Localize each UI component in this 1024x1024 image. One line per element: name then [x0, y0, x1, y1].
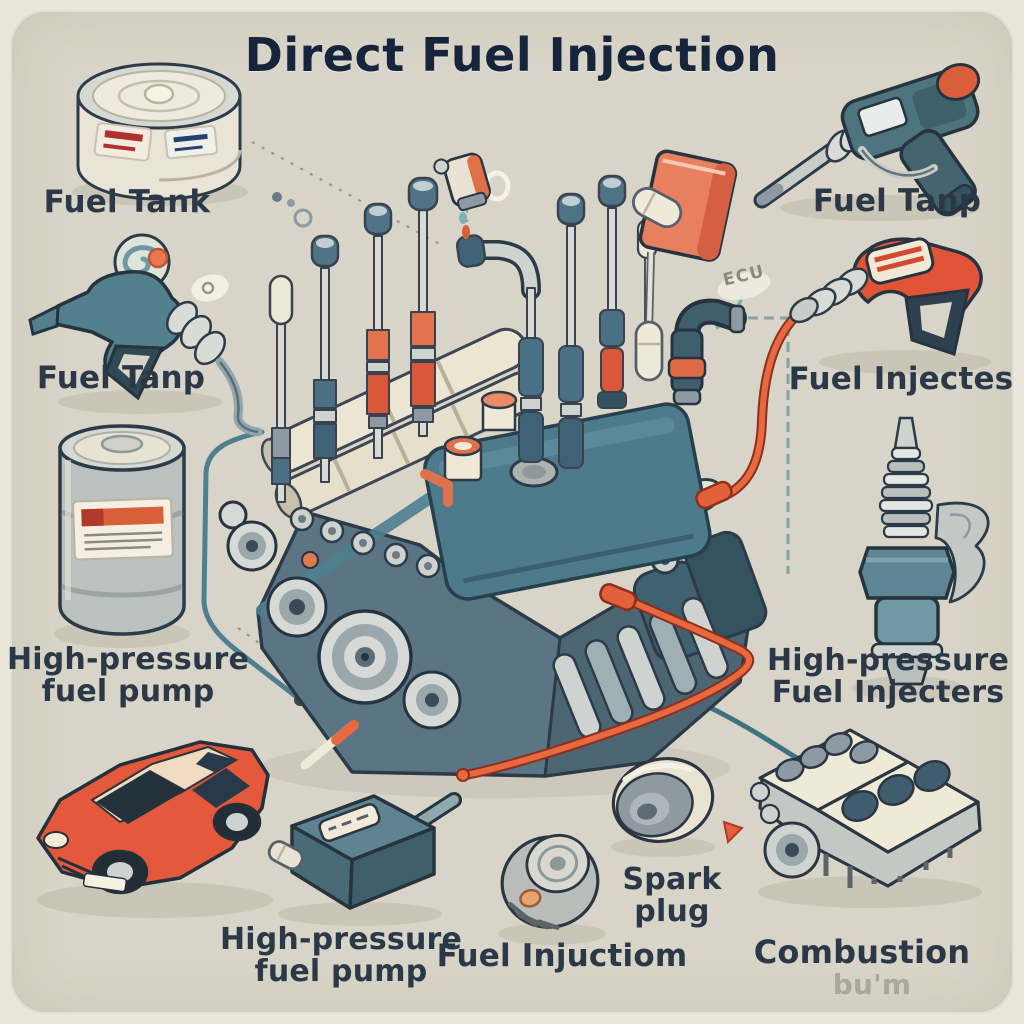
engine-boss-rings	[289, 506, 473, 591]
relay-box-icon	[632, 149, 771, 382]
fuel-nozzle-teal-icon	[28, 233, 263, 437]
label-spark-plug: Spark plug	[622, 864, 721, 928]
spark-plug-injector-icon	[858, 416, 990, 686]
label-line: plug	[634, 893, 710, 929]
drill-tool-icon	[753, 63, 981, 217]
label-combustion-ghost: bu'm	[832, 968, 912, 1001]
engine-block-icon	[749, 728, 982, 888]
engine-pulleys	[218, 500, 462, 730]
label-hp-fuel-injecters: High-pressure Fuel Injecters	[767, 645, 1009, 709]
orange-fuel-lines	[300, 307, 805, 782]
label-fuel-tanp-left: Fuel Tanp	[36, 360, 206, 396]
pulley-disc-icon	[611, 756, 715, 844]
label-line: High-pressure	[219, 922, 463, 957]
car-icon	[36, 740, 270, 895]
label-line: High-pressure	[766, 643, 1010, 678]
fuel-can-icon	[76, 62, 242, 201]
label-hp-fuel-pump-bottom: High-pressure fuel pump	[220, 924, 462, 988]
filter-drum-icon	[500, 833, 600, 930]
fuel-drum-icon	[58, 424, 186, 636]
diagram-title: Direct Fuel Injection	[244, 28, 780, 82]
engine-details	[420, 390, 559, 507]
label-line: fuel pump	[254, 953, 428, 989]
injectors	[268, 174, 658, 503]
label-fuel-injuctiom: Fuel Injuctiom	[436, 938, 688, 974]
fuel-pump-box-icon	[267, 792, 462, 910]
elbow-fitting	[667, 298, 747, 406]
label-fuel-injectes: Fuel Injectes	[788, 361, 1014, 397]
label-line: High-pressure	[6, 642, 250, 677]
label-hp-fuel-pump-left: High-pressure fuel pump	[7, 644, 249, 708]
valve-cover	[423, 402, 712, 601]
label-fuel-tanp-top-right: Fuel Tanp	[812, 183, 982, 219]
label-fuel-tank: Fuel Tank	[43, 184, 211, 220]
label-combustion: Combustion	[753, 933, 971, 971]
fuel-nozzle-red-icon	[789, 237, 983, 356]
decor-marks	[147, 152, 744, 845]
main-engine-icon	[218, 174, 768, 778]
label-line: Spark	[622, 862, 722, 897]
label-line: fuel pump	[41, 673, 215, 709]
floating-injector	[433, 152, 491, 212]
label-line: Fuel Injecters	[771, 674, 1005, 710]
